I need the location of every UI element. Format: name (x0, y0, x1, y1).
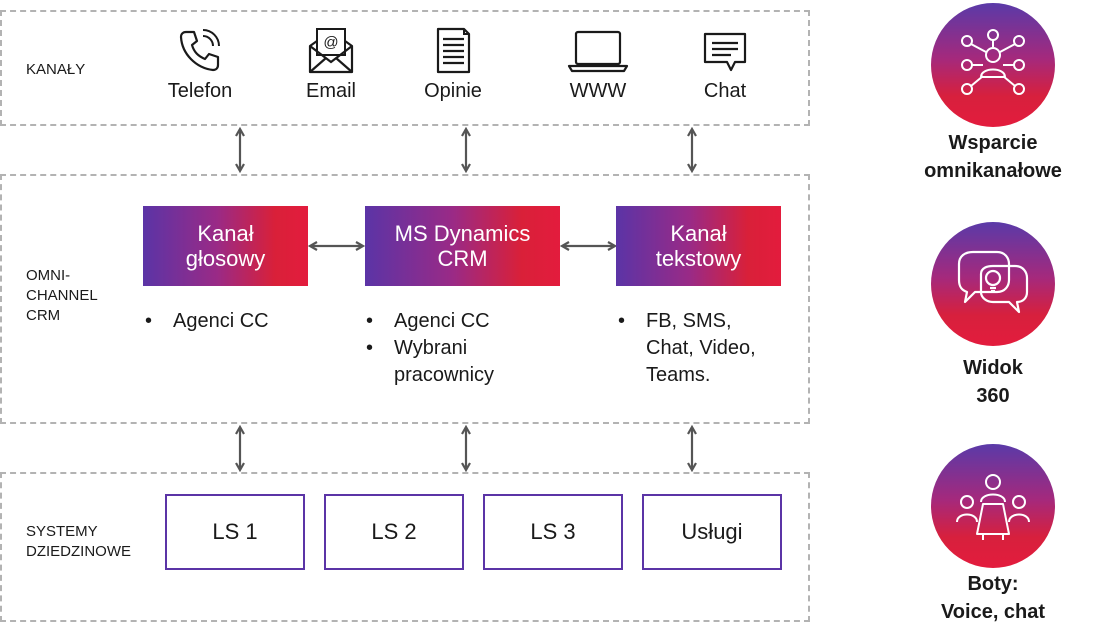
bullet-item: Agenci CC (366, 308, 494, 335)
voice-channel-box: Kanał głosowy (143, 206, 308, 286)
channel-opinie: Opinie (398, 26, 508, 103)
channels-zone-label: KANAŁY (26, 61, 86, 78)
system-box-ls2: LS 2 (324, 494, 464, 570)
channel-label: Chat (703, 80, 747, 102)
bots-circle (931, 444, 1055, 568)
channel-label: Telefon (167, 80, 233, 102)
system-box-ls1: LS 1 (165, 494, 305, 570)
channel-www: WWW (543, 26, 653, 103)
view-360-label: Widok 360 (963, 357, 1023, 407)
document-icon (436, 27, 471, 74)
channel-telefon: Telefon (145, 26, 255, 103)
network-people-icon (961, 29, 1025, 95)
channel-label: Opinie (424, 80, 482, 102)
channels-zone (0, 10, 810, 126)
svg-text:@: @ (323, 34, 338, 51)
connector-arrows (0, 0, 820, 639)
bots-label: Boty: Voice, chat (940, 573, 1046, 623)
dynamics-bullets: Agenci CC Wybrani pracownicy (366, 308, 494, 389)
bullet-item: Wybrani pracownicy (366, 335, 494, 389)
text-channel-box: Kanał tekstowy (616, 206, 781, 286)
text-channel-bullets: FB, SMS, Chat, Video, Teams. (618, 308, 756, 389)
phone-icon (179, 29, 220, 72)
omnichannel-support-circle (931, 3, 1055, 127)
omnichannel-zone-label: OMNI- CHANNEL CRM (26, 267, 98, 324)
domain-systems-zone (0, 472, 810, 622)
system-box-ls3: LS 3 (483, 494, 623, 570)
chat-icon (703, 32, 747, 72)
domain-systems-zone-label: SYSTEMY DZIEDZINOWE (26, 523, 131, 560)
ms-dynamics-crm-box: MS Dynamics CRM (365, 206, 560, 286)
view-360-circle (931, 222, 1055, 346)
meeting-bot-icon (956, 474, 1030, 540)
envelope-icon: @ (308, 28, 354, 74)
omnichannel-zone (0, 174, 810, 424)
system-box-uslugi: Usługi (642, 494, 782, 570)
channel-chat: Chat (670, 26, 780, 103)
lightbulb-chat-icon (957, 250, 1029, 314)
bullet-item: Agenci CC (145, 308, 269, 335)
voice-channel-bullets: Agenci CC (145, 308, 269, 335)
channel-label: WWW (569, 80, 627, 102)
omnichannel-support-label: Wsparcie omnikanałowe (924, 132, 1062, 182)
bullet-item: FB, SMS, Chat, Video, Teams. (618, 308, 756, 389)
channel-label: Email (305, 80, 356, 102)
laptop-icon (567, 30, 629, 73)
channel-email: @ Email (276, 26, 386, 103)
